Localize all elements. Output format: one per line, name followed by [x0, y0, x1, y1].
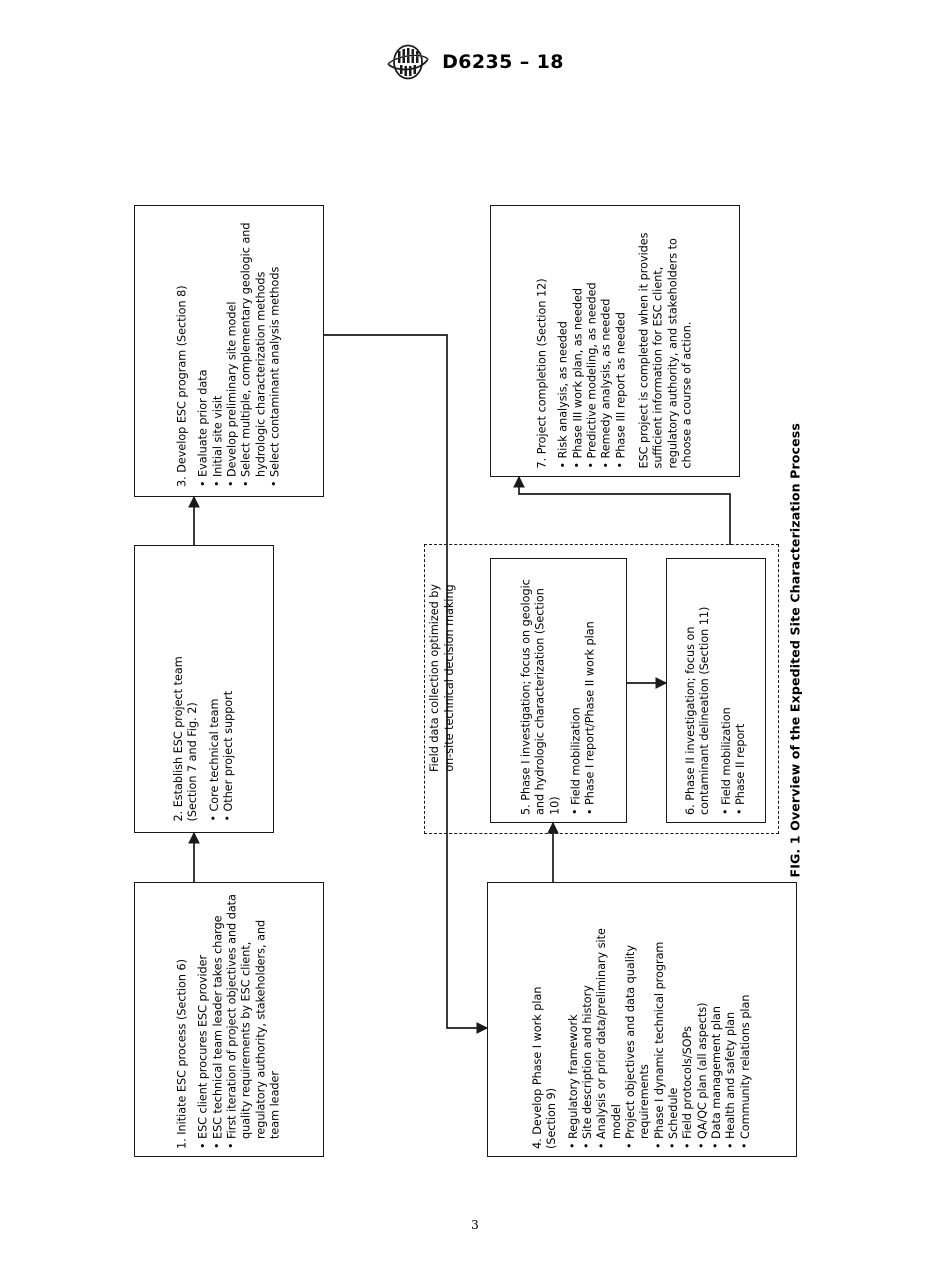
node-7-bullets: Risk analysis, as needed Phase III work …: [557, 214, 629, 469]
node-4-bullet: Site description and history: [581, 891, 595, 1149]
node-7-bullet: Remedy analysis, as needed: [600, 214, 614, 469]
node-3-title: 3. Develop ESC program (Section 8): [175, 285, 189, 487]
node-3-bullets: Evaluate prior data Initial site visit D…: [197, 215, 283, 487]
document-header: D6235 – 18: [0, 42, 950, 82]
node-1-bullet: First iteration of project objectives an…: [225, 891, 282, 1149]
node-4-bullet: QA/QC plan (all aspects): [696, 891, 710, 1149]
node-2-bullet: Core technical team: [208, 557, 222, 822]
node-3-bullet: Select multiple, complementary geologic …: [240, 215, 269, 487]
node-4-title: 4. Develop Phase I work plan (Section 9): [531, 986, 559, 1149]
document-designation: D6235 – 18: [442, 51, 564, 73]
process-node-7[interactable]: 7. Project completion (Section 12) Risk …: [490, 205, 740, 477]
node-3-bullet: Evaluate prior data: [197, 215, 211, 487]
node-2-bullets: Core technical team Other project suppor…: [208, 557, 237, 822]
node-6-bullet: Phase II report: [734, 567, 748, 815]
node-7-bullet: Phase III report as needed: [614, 214, 628, 469]
node-4-bullet: Analysis or prior data/preliminary site …: [595, 891, 624, 1149]
figure-caption: FIG. 1 Overview of the Expedited Site Ch…: [787, 423, 803, 878]
node-6-bullet: Field mobilization: [720, 567, 734, 815]
process-node-2[interactable]: 2. Establish ESC project team (Section 7…: [134, 545, 274, 833]
field-data-collection-group: [424, 544, 779, 834]
node-4-bullet: Community relations plan: [739, 891, 753, 1149]
node-1-bullet: ESC client procures ESC provider: [197, 891, 211, 1149]
node-3-bullet: Develop preliminary site model: [225, 215, 239, 487]
astm-logo-icon: [387, 44, 429, 80]
process-node-3[interactable]: 3. Develop ESC program (Section 8) Evalu…: [134, 205, 324, 497]
process-node-1[interactable]: 1. Initiate ESC process (Section 6) ESC …: [134, 882, 324, 1157]
node-7-bullet: Predictive modeling, as needed: [585, 214, 599, 469]
node-5-bullets: Field mobilization Phase I report/Phase …: [569, 567, 598, 815]
node-1-bullets: ESC client procures ESC provider ESC tec…: [197, 891, 283, 1149]
node-3-bullet: Select contaminant analysis methods: [268, 215, 282, 487]
node-4-bullet: Regulatory framework: [567, 891, 581, 1149]
node-7-note: ESC project is completed when it provide…: [637, 232, 694, 469]
node-5-title: 5. Phase I investigation; focus on geolo…: [519, 578, 561, 815]
field-data-collection-group-label: Field data collection optimized by on-si…: [428, 584, 456, 772]
process-node-6[interactable]: 6. Phase II investigation; focus on cont…: [666, 558, 766, 823]
node-5-bullet: Field mobilization: [569, 567, 583, 815]
node-7-bullet: Risk analysis, as needed: [557, 214, 571, 469]
node-4-bullet: Field protocols/SOPs: [681, 891, 695, 1149]
node-6-title: 6. Phase II investigation; focus on cont…: [683, 606, 712, 815]
node-4-bullet: Phase I dynamic technical program: [653, 891, 667, 1149]
node-7-title: 7. Project completion (Section 12): [535, 278, 549, 469]
node-4-bullet: Data management plan: [710, 891, 724, 1149]
node-2-title: 2. Establish ESC project team (Section 7…: [171, 656, 200, 822]
node-1-bullet: ESC technical team leader takes charge: [211, 891, 225, 1149]
node-4-bullets: Regulatory framework Site description an…: [567, 891, 753, 1149]
node-2-bullet: Other project support: [222, 557, 236, 822]
node-4-bullet: Project objectives and data quality requ…: [624, 891, 653, 1149]
node-7-bullet: Phase III work plan, as needed: [571, 214, 585, 469]
process-node-5[interactable]: 5. Phase I investigation; focus on geolo…: [490, 558, 627, 823]
node-5-bullet: Phase I report/Phase II work plan: [583, 567, 597, 815]
page-number: 3: [471, 1218, 479, 1232]
edge-node6-to-node7: [513, 475, 731, 545]
node-1-title: 1. Initiate ESC process (Section 6): [175, 958, 189, 1149]
node-3-bullet: Initial site visit: [211, 215, 225, 487]
node-4-bullet: Schedule: [667, 891, 681, 1149]
process-node-4[interactable]: 4. Develop Phase I work plan (Section 9)…: [487, 882, 797, 1157]
node-4-bullet: Health and safety plan: [724, 891, 738, 1149]
node-6-bullets: Field mobilization Phase II report: [720, 567, 749, 815]
